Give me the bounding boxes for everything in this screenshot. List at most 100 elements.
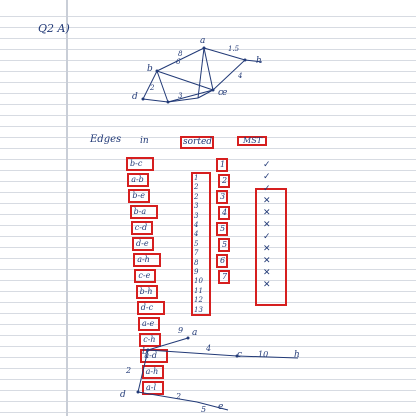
edge-entry: c-h [139, 333, 162, 347]
ruled-line [0, 60, 416, 61]
weight-entry: 2 [194, 192, 199, 201]
top-node-c: c [218, 88, 224, 98]
ruled-line [0, 302, 416, 303]
mst-checks-column: ✓✓✓✕✕✕✓✕✕✕✕ [263, 160, 271, 291]
weights-column-box [191, 172, 211, 316]
weight-entry: 8 [194, 258, 199, 267]
top-node-h: h [256, 56, 262, 66]
weight-entry: 4 [194, 230, 199, 239]
edge-entry: a-l [142, 381, 164, 395]
ruled-line [0, 412, 416, 413]
top-weight: 4 [238, 72, 243, 80]
bottom-node-c: c [237, 350, 243, 360]
weight-entry: 11 [194, 286, 203, 295]
bottom-weight: 2 [176, 392, 182, 401]
mst-check-mark: ✓ [263, 172, 271, 182]
weight-entry: 10 [194, 277, 203, 286]
ruled-line [0, 214, 416, 215]
edge-entry: d-e [132, 237, 154, 251]
edge-entry: a-e [138, 317, 160, 331]
weight-entry: 13 [194, 305, 203, 314]
ruled-line [0, 346, 416, 347]
mst-column-box [255, 188, 287, 306]
top-node-b: b [147, 64, 153, 74]
bottom-node-b: b [142, 347, 148, 357]
ruled-line [0, 401, 416, 402]
mst-check-mark: ✕ [263, 256, 271, 266]
top-weight: 6 [176, 58, 181, 66]
ruled-line [0, 379, 416, 380]
edge-entry: b-h [135, 285, 158, 299]
small-number-entry: 3 [216, 190, 228, 204]
small-number-entry: 7 [218, 270, 230, 284]
weight-entry: 1 [194, 174, 199, 182]
sorted-label: sorted [183, 137, 213, 147]
sorted-label-box [180, 136, 214, 149]
weight-entry: 7 [194, 249, 199, 258]
edge-entry: a-h [133, 253, 162, 267]
mst-check-mark: ✓ [263, 160, 271, 170]
ruled-line [0, 93, 416, 94]
ruled-line [0, 335, 416, 336]
bottom-node-e: e [218, 402, 224, 412]
top-node-a: a [200, 36, 206, 46]
mst-check-mark: ✕ [263, 208, 271, 218]
top-weight: 3 [178, 92, 183, 100]
weight-entry: 9 [194, 268, 199, 277]
small-number-entry: 5 [216, 222, 228, 236]
bottom-node-a: a [192, 328, 198, 338]
ruled-line [0, 368, 416, 369]
mst-check-mark: ✕ [263, 268, 271, 278]
ruled-line [0, 203, 416, 204]
mst-check-mark: ✓ [263, 184, 271, 194]
in-label: in [140, 136, 149, 146]
edges-label: Edges [90, 134, 122, 145]
ruled-line [0, 324, 416, 325]
mst-check-mark: ✓ [263, 232, 271, 242]
mst-check-mark: ✕ [263, 220, 271, 230]
ruled-line [0, 390, 416, 391]
question-label: Q2 A) [38, 22, 70, 35]
bottom-weight: 9 [178, 326, 184, 335]
ruled-line [0, 357, 416, 358]
mst-label-box [237, 136, 267, 146]
bottom-weight: 5 [201, 405, 207, 414]
small-number-entry: 2 [218, 174, 230, 188]
top-weight: 8 [178, 50, 183, 58]
ruled-line [0, 159, 416, 160]
edge-entry: b-e [128, 189, 151, 203]
ruled-line [0, 181, 416, 182]
bottom-node-d: d [120, 390, 126, 400]
weight-entry: 12 [194, 296, 203, 305]
mst-check-mark: ✕ [263, 196, 271, 206]
ruled-line [0, 82, 416, 83]
weight-entry: 4 [194, 221, 199, 230]
ruled-line [0, 170, 416, 171]
bottom-node-h: h [294, 350, 300, 360]
weight-entry: 2 [194, 183, 199, 192]
weight-entry: 3 [194, 211, 199, 220]
ruled-line [0, 313, 416, 314]
ruled-line [0, 258, 416, 259]
ruled-line [0, 16, 416, 17]
small-number-entry: 6 [216, 254, 228, 268]
small-number-entry: 5 [218, 238, 230, 252]
bottom-weight: 2 [126, 366, 132, 375]
ruled-line [0, 126, 416, 127]
edge-entry: d-c [136, 301, 165, 315]
ruled-line [0, 104, 416, 105]
edge-entry: c-d [130, 221, 153, 235]
top-node-d: d [132, 92, 138, 102]
mst-label: MST [243, 136, 263, 145]
small-number-entry: 4 [218, 206, 230, 220]
bottom-weight: 4 [206, 344, 212, 353]
top-weight: 1.5 [228, 45, 240, 53]
ruled-line [0, 225, 416, 226]
small-number-entry: 1 [216, 158, 228, 172]
top-weight: 2 [150, 84, 155, 92]
small-numbers-column: 1 2 3 4 5 5 6 7 [216, 158, 230, 284]
ruled-line [0, 269, 416, 270]
edge-entry: c-e [134, 269, 157, 283]
